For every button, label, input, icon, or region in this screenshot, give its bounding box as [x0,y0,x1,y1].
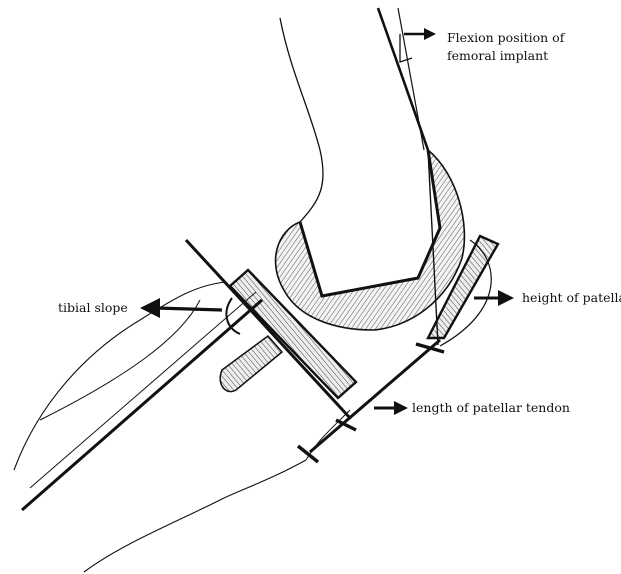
flexion-label-line1: Flexion position of [447,30,564,46]
tibial-axis [22,300,262,510]
tibial-slope-line [186,240,350,418]
flexion-label-line2: femoral implant [447,48,548,64]
tibia-outline-mid [40,300,200,420]
patella-arrowhead [498,290,514,306]
tibia-outline-lower [84,460,306,572]
femur-outline [280,18,323,222]
flexion-angle-mark [400,34,412,62]
tendon-arrowhead [394,401,408,415]
tibial-stem [220,336,282,392]
implant-notch [300,150,440,296]
slope-arrowhead [140,298,160,318]
tendon-cap-top [416,344,444,352]
patellar-tendon-label: length of patellar tendon [412,400,570,416]
slope-arrow-shaft [156,308,222,310]
tibial-slope-label: tibial slope [58,300,128,316]
tibial-axis-thin [30,292,256,488]
flexion-arrowhead [424,28,436,40]
height-of-patella-label: height of patella [522,290,621,306]
